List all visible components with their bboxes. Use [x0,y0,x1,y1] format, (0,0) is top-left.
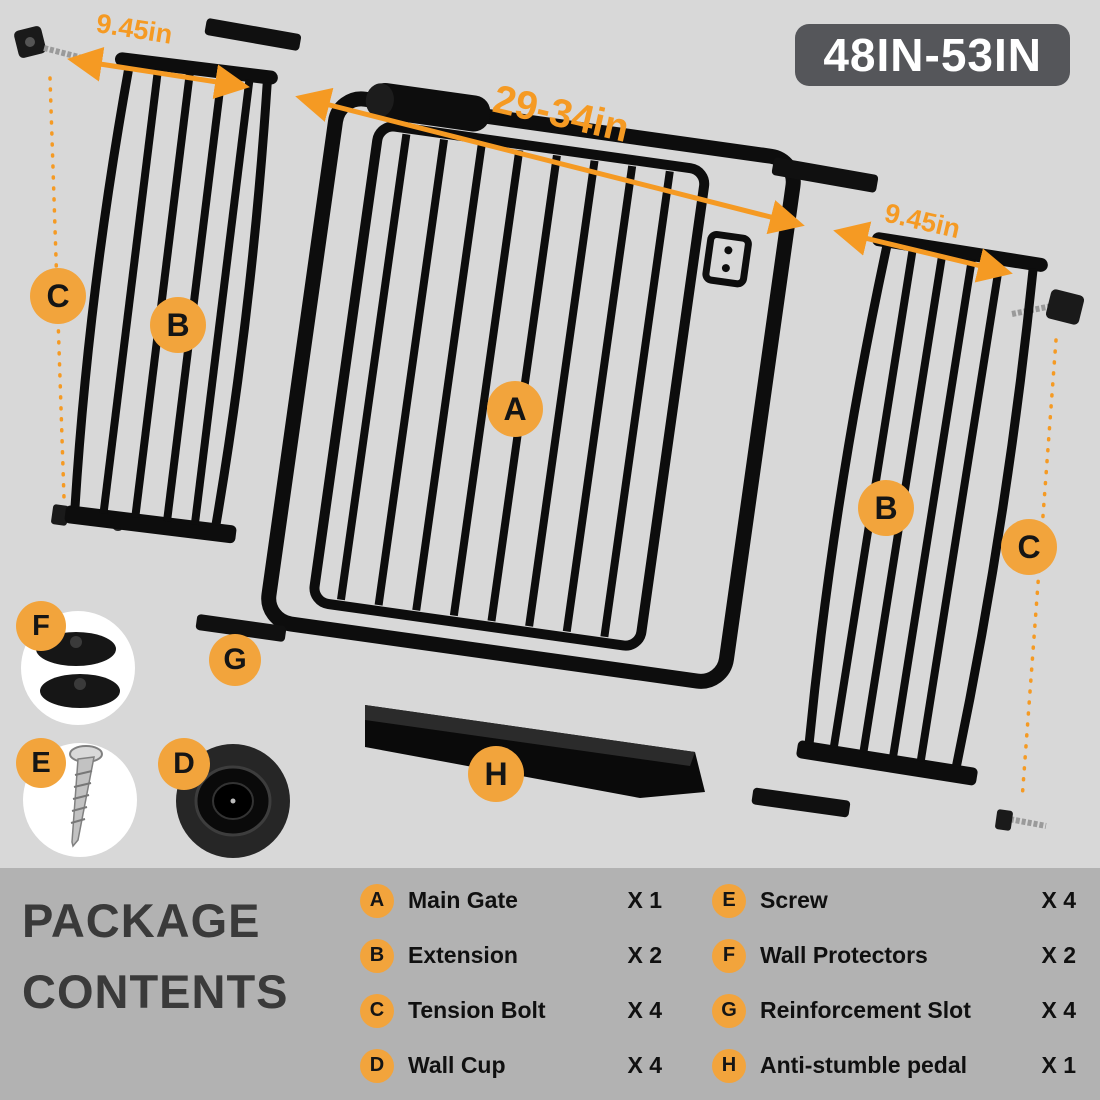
tension-bolt-bottom-right [995,809,1047,831]
package-contents-title: PACKAGE CONTENTS [22,886,289,1027]
legend-badge-f: F [712,938,746,973]
legend-name: Tension Bolt [408,997,546,1023]
package-title-line2: CONTENTS [22,964,289,1018]
reinforcement-slot-bottom-right [751,787,851,818]
legend-badge-g: G [712,993,746,1028]
legend-item-anti-stumble-pedal: H Anti-stumble pedal X 1 [712,1038,1076,1093]
legend-item-main-gate: A Main Gate X 1 [360,873,662,928]
legend-qty: X 1 [1041,1052,1076,1078]
legend-badge-e: E [712,883,746,918]
callout-c-right: C [1001,519,1057,575]
callout-f: F [16,601,66,651]
callout-e: E [16,738,66,788]
callout-h: H [468,746,524,802]
legend-item-screw: E Screw X 4 [712,873,1076,928]
extension-panel-left [64,52,278,544]
package-title-line1: PACKAGE [22,894,261,947]
legend-name: Main Gate [408,887,518,913]
legend-column-1: A Main Gate X 1 B Extension X 2 C Tensio… [360,873,662,1093]
legend-badge-b: B [360,938,394,973]
gate-illustration [14,18,1085,858]
legend-qty: X 4 [627,1052,662,1078]
reinforcement-slot-top-left [204,18,302,51]
legend-item-reinforcement-slot: G Reinforcement Slot X 4 [712,983,1076,1038]
legend-qty: X 4 [1041,887,1076,913]
callout-c-left: C [30,268,86,324]
callout-g: G [209,634,261,686]
tension-bolt-top-left [14,26,91,63]
dimension-arrow-middle [295,87,805,235]
callout-b-right: B [858,480,914,536]
legend-qty: X 4 [627,997,662,1023]
gate-latch [702,231,752,288]
callout-d: D [158,738,210,790]
reinforcement-slot-bottom-left [195,614,287,642]
legend-badge-a: A [360,883,394,918]
dimension-arrow-left [67,46,250,100]
legend-name: Reinforcement Slot [760,997,971,1023]
legend-item-extension: B Extension X 2 [360,928,662,983]
package-contents-section: PACKAGE CONTENTS A Main Gate X 1 B Exten… [0,868,1100,1100]
dimension-arrow-right [833,221,1013,283]
legend-qty: X 1 [627,887,662,913]
callout-a: A [487,381,543,437]
legend-name: Anti-stumble pedal [760,1052,968,1078]
legend-name: Wall Protectors [760,942,928,968]
legend-qty: X 2 [1041,942,1076,968]
legend-qty: X 4 [1041,997,1076,1023]
legend-badge-d: D [360,1048,394,1083]
tension-bolt-top-right [1011,289,1085,325]
legend-name: Screw [760,887,828,913]
main-gate [261,83,801,689]
anti-stumble-pedal [365,705,705,798]
legend-badge-h: H [712,1048,746,1083]
size-range-badge: 48IN-53IN [795,24,1070,86]
legend-name: Extension [408,942,518,968]
legend-column-2: E Screw X 4 F Wall Protectors X 2 G Rein… [712,873,1076,1093]
legend-qty: X 2 [627,942,662,968]
legend-item-wall-cup: D Wall Cup X 4 [360,1038,662,1093]
callout-b-left: B [150,297,206,353]
legend-item-wall-protectors: F Wall Protectors X 2 [712,928,1076,983]
legend-name: Wall Cup [408,1052,506,1078]
legend-item-tension-bolt: C Tension Bolt X 4 [360,983,662,1038]
legend-badge-c: C [360,993,394,1028]
